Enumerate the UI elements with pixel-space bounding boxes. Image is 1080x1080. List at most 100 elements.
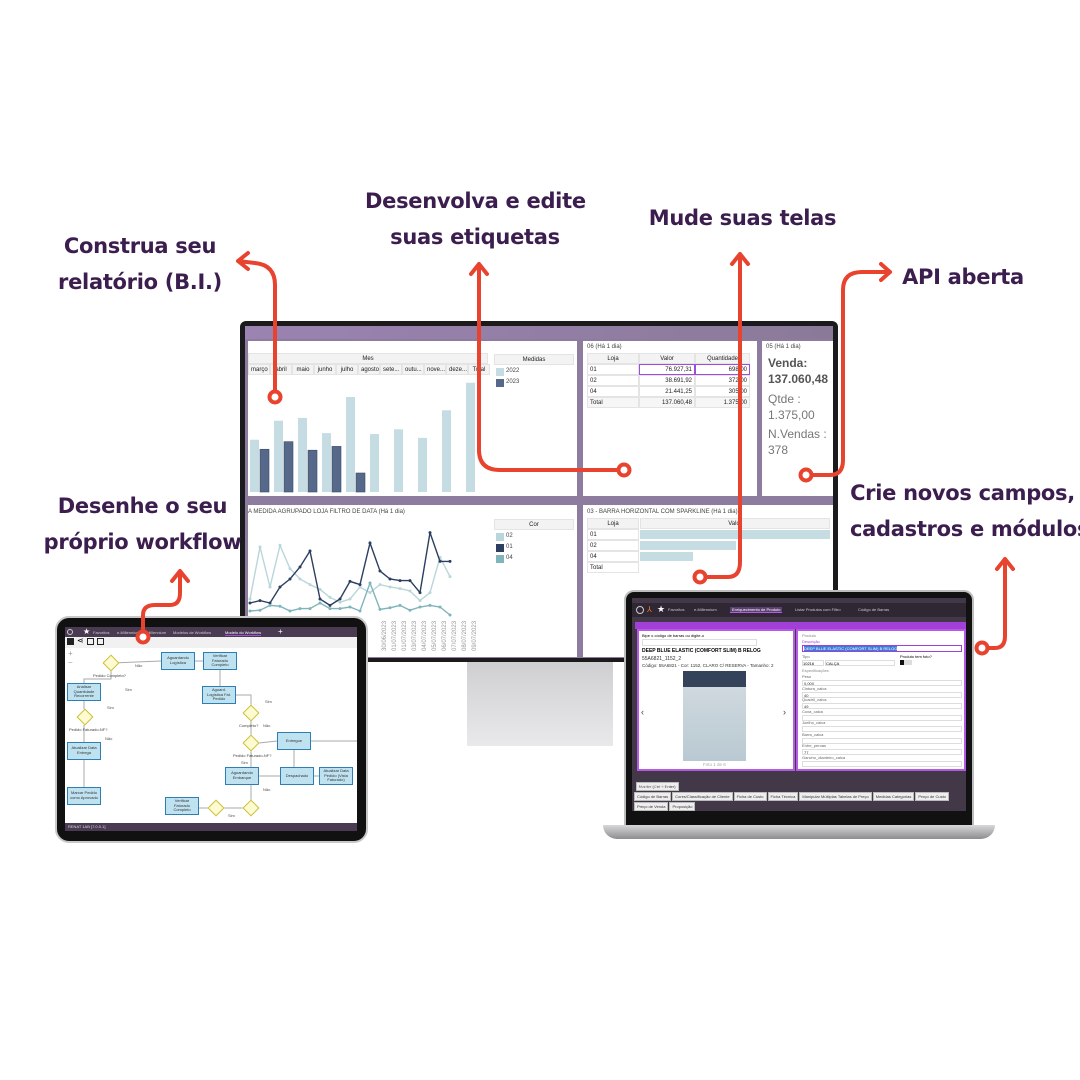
point-02 (308, 583, 312, 587)
column-header[interactable]: Quantidade (695, 353, 750, 364)
point-01 (328, 603, 332, 607)
point-04 (258, 608, 262, 612)
field-input[interactable] (802, 726, 962, 732)
export-icon[interactable] (97, 638, 104, 645)
workflow-task-node[interactable]: Atualizar Data Entrega (67, 742, 101, 760)
column-header[interactable]: Loja (587, 353, 639, 364)
module-button[interactable]: Proposição (669, 802, 696, 811)
line-chart (248, 531, 452, 617)
tablet-tab[interactable]: e-Millennium (117, 630, 140, 635)
month-label[interactable]: março (248, 364, 270, 375)
zoom-in-button[interactable]: + (68, 649, 73, 658)
month-label[interactable]: maio (292, 364, 314, 375)
description-input[interactable]: DEEP BLUE ELASTIC (COMFORT SLIM) B RELOG (802, 645, 962, 652)
tablet-tab[interactable]: Modelos de Workflow (173, 630, 212, 635)
workflow-task-node[interactable]: Aguardando Logística (161, 652, 195, 670)
legend-swatch-01 (496, 544, 504, 552)
column-header[interactable]: Valor (639, 353, 695, 364)
spec-field: Joelho_calca (802, 720, 962, 732)
workflow-task-node[interactable]: Analisar Quantidade Recorrente (67, 683, 101, 701)
gateway-label: Pedido Faturado-NF? (69, 727, 108, 732)
module-button[interactable]: Preço de Custo (915, 792, 949, 801)
barcode-input[interactable] (642, 639, 757, 646)
laptop-base (603, 825, 995, 839)
column-header[interactable]: Valor (640, 518, 830, 529)
workflow-task-node[interactable]: Aguardando Embarque (225, 767, 259, 785)
module-button[interactable]: Preço de Venda (634, 802, 669, 811)
point-02 (348, 597, 352, 601)
add-tab-icon[interactable]: + (278, 627, 283, 636)
gateway-label: Pedido Completo? (93, 673, 126, 678)
workflow-task-node[interactable]: Marcar Pedido como Aprovado (67, 787, 101, 805)
month-label[interactable]: junho (314, 364, 336, 375)
column-header[interactable]: Loja (587, 518, 639, 529)
laptop-tab[interactable]: e-Millennium (694, 607, 717, 612)
next-photo-icon[interactable]: › (783, 707, 786, 717)
user-label: LINX-B127.0.0.1 (638, 784, 668, 789)
field-input[interactable] (802, 737, 962, 744)
table-cell: 76.927,31 (639, 364, 695, 375)
laptop-tab[interactable]: Favoritos (668, 607, 685, 612)
workflow-task-node[interactable]: Despachado (280, 767, 314, 785)
workflow-task-node[interactable]: Aguard. Logística Fat. Pedido (202, 686, 236, 704)
type-code-input[interactable]: 10216 (802, 660, 824, 666)
month-label[interactable]: sete... (380, 364, 402, 375)
module-button[interactable]: Código de Barras (634, 792, 672, 801)
bar-2023-maio (307, 449, 318, 493)
share-icon[interactable]: ⋖ (77, 636, 84, 645)
month-label[interactable]: agosto (358, 364, 380, 375)
venda-label: Venda: (768, 356, 808, 370)
tablet-tab[interactable]: Favoritos (93, 630, 110, 635)
field-input[interactable]: 77 (802, 749, 962, 755)
module-button[interactable]: Ficha Técnica (767, 792, 799, 801)
table-cell: 04 (587, 386, 639, 397)
field-input[interactable] (802, 714, 962, 721)
field-input[interactable]: 0,000 (802, 680, 962, 686)
laptop-tab[interactable]: Enriquecimento de Produto (730, 607, 783, 613)
back-icon[interactable] (636, 606, 644, 614)
point-04 (448, 613, 452, 617)
module-button[interactable]: Manipular Múltiplas Tabelas de Preço (799, 792, 872, 801)
star-icon[interactable]: ★ (83, 627, 91, 636)
gateway-label: Pedido Faturado-NF? (233, 753, 272, 758)
table-cell: 698,00 (695, 364, 750, 375)
zoom-out-button[interactable]: − (68, 658, 73, 667)
bar-2023-junho (331, 446, 342, 493)
save-button[interactable]: Manter (Ctrl + Enter) (636, 775, 679, 793)
tablet-tab[interactable]: Modelo do Workflow (225, 630, 262, 636)
point-01 (318, 597, 322, 601)
fit-icon[interactable] (87, 638, 94, 645)
field-input[interactable]: 40 (802, 691, 962, 698)
module-button[interactable]: Ficha de Custo (733, 792, 767, 801)
back-icon[interactable] (67, 629, 73, 635)
module-button[interactable]: Medidas Categorias (872, 792, 915, 801)
month-label[interactable]: outu... (402, 364, 424, 375)
month-label[interactable]: abril (270, 364, 292, 375)
laptop-tab[interactable]: Listar Produtos com Filtro (795, 607, 841, 612)
legend-label-2022: 2022 (506, 368, 520, 374)
save-icon[interactable] (67, 638, 74, 645)
workflow-task-node[interactable]: Verificar Faturado Completo (165, 797, 199, 815)
type-select[interactable]: CALÇA (825, 660, 895, 666)
field-input[interactable]: 49 (802, 703, 962, 709)
point-01 (348, 579, 352, 583)
date-tick: 01/07/2023 (392, 620, 398, 651)
point-02 (288, 567, 292, 571)
point-04 (248, 609, 252, 613)
prev-photo-icon[interactable]: ‹ (641, 707, 644, 717)
workflow-task-node[interactable]: Verificar Faturado Completo (203, 652, 237, 670)
edge-label: Não (263, 723, 271, 728)
month-label[interactable]: nove... (424, 364, 446, 375)
month-label[interactable]: julho (336, 364, 358, 375)
point-01 (388, 577, 392, 581)
month-label[interactable]: deze... (446, 364, 468, 375)
star-icon[interactable]: ★ (657, 604, 666, 614)
module-button[interactable]: Cores/Classificação de Cliente (672, 792, 733, 801)
workflow-task-node[interactable]: Atualizar Data Pedido (Vista Faturado) (319, 767, 353, 785)
field-input[interactable] (802, 760, 962, 767)
month-label[interactable]: Total (468, 364, 490, 375)
has-photo-toggle[interactable] (900, 660, 912, 665)
workflow-task-node[interactable]: Entregue (277, 732, 311, 750)
laptop-tab[interactable]: Código de Barras (858, 607, 890, 612)
